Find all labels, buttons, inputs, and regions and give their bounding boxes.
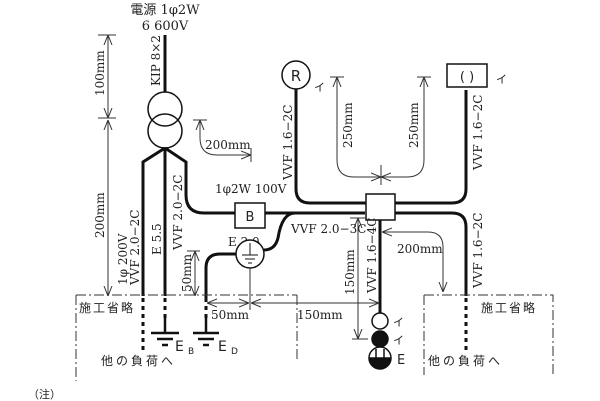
lamp-r-symbol: R: [291, 67, 301, 85]
ground-ed-label: E: [218, 339, 227, 355]
switch-label: イ: [393, 316, 404, 329]
wire-to-lamp-r: [294, 80, 366, 205]
dim-200-right-label: 200mm: [397, 242, 443, 256]
dim-50-horiz-label: 50mm: [211, 308, 250, 322]
transformer-icon: [147, 91, 183, 149]
right-omitted-border-top: [424, 294, 554, 375]
outlet-ground-wire: [204, 252, 236, 298]
panel-symbol: B: [246, 210, 255, 225]
dim-200-right-line: [382, 232, 443, 292]
dim-200-left-label: 200mm: [93, 192, 107, 238]
left-to-load-label: 他の負荷へ: [101, 354, 176, 368]
pilot-switch-label: イ: [393, 334, 404, 347]
junction-box: [365, 193, 396, 221]
dim-150-horiz-label: 150mm: [297, 308, 343, 322]
feeder-200v-label1: 1φ 200V: [116, 233, 130, 285]
kip-cable-label: KIP 8×2: [149, 35, 163, 86]
feeder-to-panel: [164, 146, 235, 215]
ground-eb-sub: B: [188, 347, 194, 357]
grounded-outlet-e-icon: [368, 346, 392, 370]
dim-250-left-line: [337, 77, 381, 177]
left-omitted-label: 施工省略: [79, 300, 135, 315]
note-label: （注）: [28, 387, 61, 401]
ground-eb-icon: [151, 318, 179, 347]
pilot-switch-icon: [371, 330, 389, 348]
dim-150-vert-label: 150mm: [343, 249, 357, 295]
ceiling-switch-label: イ: [496, 73, 507, 86]
dim-250-right-line: [381, 77, 424, 177]
ceiling-fixture-icon: [446, 63, 488, 88]
outlet-e-label: E: [397, 353, 405, 368]
main-3c-label: VVF 2.0−3C: [290, 222, 366, 236]
lamp-r-switch-label: イ: [314, 81, 325, 94]
dim-100-label: 100mm: [93, 50, 107, 96]
ground-ed-sub: D: [231, 347, 238, 357]
dim-200-top-label: 200mm: [205, 138, 251, 152]
right-cable-label: VVF 1.6−2C: [471, 213, 485, 289]
feeder-200v-label2: VVF 2.0−2C: [128, 210, 142, 286]
dim-200-top-line: [200, 120, 251, 155]
dim-250-left-label: 250mm: [341, 102, 355, 148]
lamp-r-icon: [281, 60, 311, 90]
dim-250-right-label: 250mm: [407, 102, 421, 148]
ceiling-cable-label: VVF 1.6−2C: [471, 95, 485, 171]
right-omitted-label: 施工省略: [481, 300, 537, 315]
source-label: 電源 1φ2W: [130, 3, 200, 18]
panel-label: 1φ2W 100V: [215, 182, 287, 196]
ground-outlet-icon: [235, 239, 265, 269]
panel-b: [234, 202, 266, 229]
ground-ed-icon: [193, 318, 219, 347]
lamp-r-cable-label: VVF 1.6−2C: [281, 105, 295, 181]
ceiling-fixture-symbol: ( ): [460, 70, 474, 85]
wire-to-right-load: [395, 211, 468, 296]
switch-icon: [371, 312, 389, 330]
feeder-200v: [141, 146, 166, 296]
outlets-cable-label: VVF 1.6−4C: [365, 218, 379, 294]
outlet-to-main-wire: [263, 211, 296, 252]
wire-to-ceiling: [395, 90, 468, 205]
dim-50-vert-label: 50mm: [180, 253, 194, 292]
right-to-load-label: 他の負荷へ: [428, 354, 503, 368]
feeder-right-label: VVF 2.0−2C: [171, 175, 185, 251]
feeder-ground-label: E 5.5: [150, 223, 164, 255]
ground-eb-label: E: [175, 339, 184, 355]
source-voltage: 6 600V: [142, 19, 189, 34]
